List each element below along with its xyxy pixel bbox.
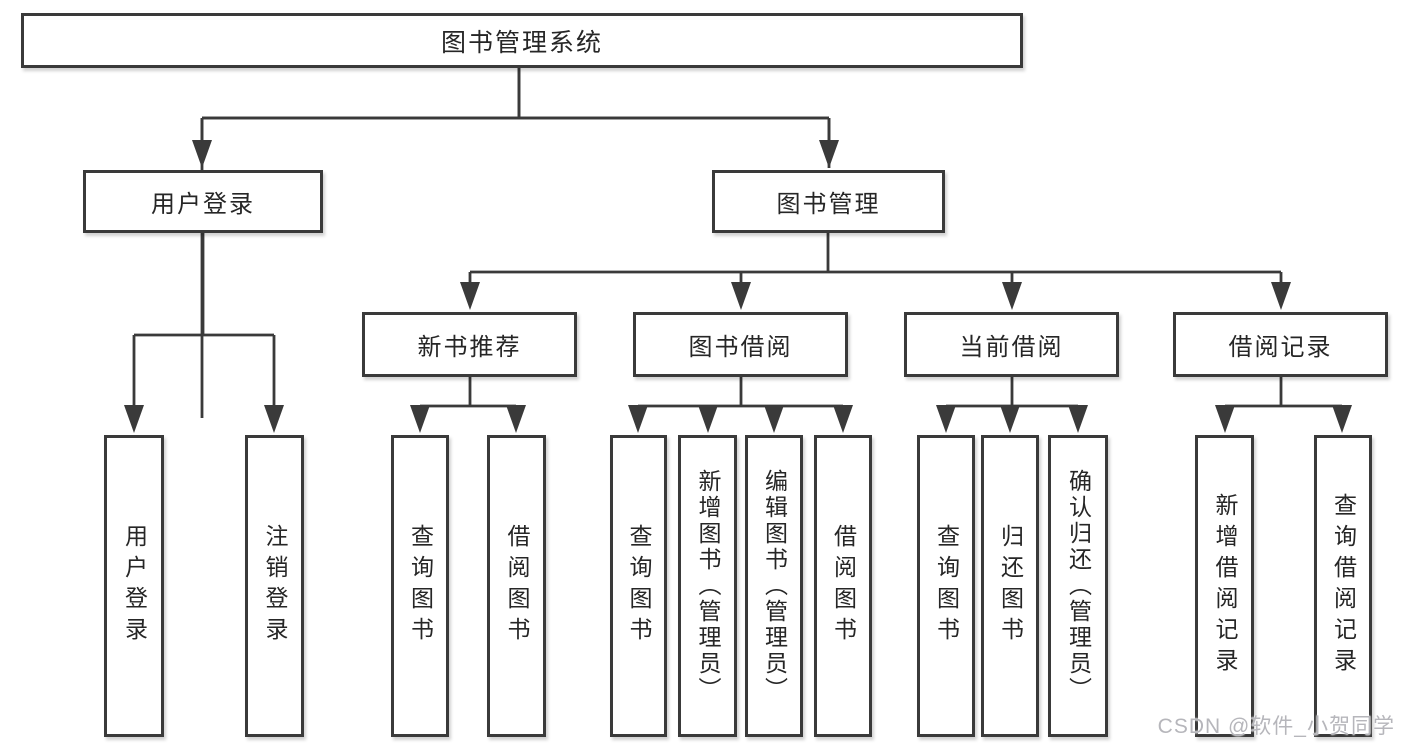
connector-borrow-records (1223, 377, 1344, 415)
arrowheads (124, 140, 1352, 433)
node-book-management: 图书管理 (712, 170, 945, 233)
node-new-book-recommend: 新书推荐 (362, 312, 577, 377)
leaf-label: 查询图书 (626, 524, 652, 648)
connector-root (200, 68, 831, 150)
leaf-borrow-books-recommend: 借阅图书 (487, 435, 546, 737)
leaf-label: 确认归还（管理员） (1065, 469, 1092, 703)
leaf-edit-books-admin: 编辑图书（管理员） (745, 435, 803, 737)
node-book-borrow: 图书借阅 (633, 312, 848, 377)
leaf-label: 查询图书 (933, 524, 960, 648)
leaf-logout: 注销登录 (245, 435, 304, 737)
node-borrow-records: 借阅记录 (1173, 312, 1388, 377)
leaf-query-books-current: 查询图书 (917, 435, 975, 737)
leaf-label: 新增图书（管理员） (695, 469, 721, 703)
leaf-query-books-recommend: 查询图书 (391, 435, 449, 737)
leaf-confirm-return-admin: 确认归还（管理员） (1048, 435, 1108, 737)
csdn-watermark: CSDN @软件_小贺同学 (1157, 715, 1395, 738)
leaf-return-books: 归还图书 (981, 435, 1039, 737)
node-current-borrow: 当前借阅 (904, 312, 1119, 377)
connector-new-book-recommend (418, 377, 518, 415)
connector-book-borrow (636, 377, 845, 415)
node-user-login: 用户登录 (83, 170, 323, 233)
leaf-user-login: 用户登录 (104, 435, 164, 737)
leaf-label: 注销登录 (262, 524, 288, 648)
leaf-query-borrow-record: 查询借阅记录 (1314, 435, 1372, 737)
leaf-label: 查询图书 (407, 524, 434, 648)
leaf-label: 编辑图书（管理员） (761, 469, 788, 703)
connector-user-login (132, 233, 276, 415)
connector-book-management (468, 233, 1283, 292)
leaf-add-borrow-record: 新增借阅记录 (1195, 435, 1254, 737)
leaf-label: 借阅图书 (504, 524, 530, 648)
leaf-label: 借阅图书 (830, 524, 857, 648)
leaf-add-books-admin: 新增图书（管理员） (678, 435, 737, 737)
leaf-query-books-borrow: 查询图书 (610, 435, 667, 737)
leaf-label: 新增借阅记录 (1212, 493, 1238, 679)
leaf-label: 归还图书 (997, 524, 1024, 648)
node-root: 图书管理系统 (21, 13, 1023, 68)
leaf-label: 查询借阅记录 (1330, 493, 1357, 679)
leaf-borrow-books: 借阅图书 (814, 435, 872, 737)
leaf-label: 用户登录 (121, 524, 148, 648)
